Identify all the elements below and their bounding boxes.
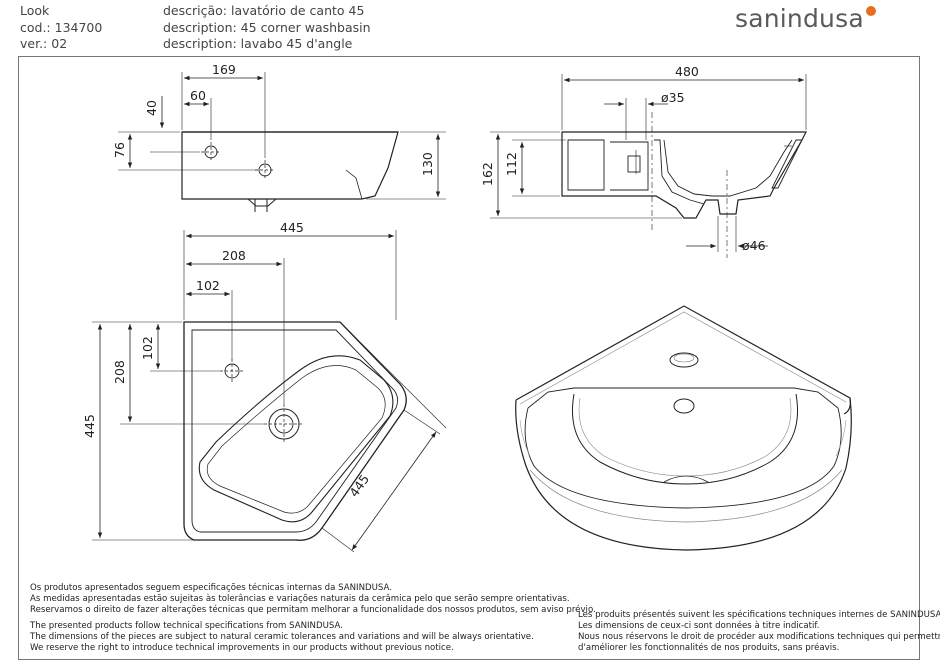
note-pt-line-2: As medidas apresentadas estão sujeitas à… bbox=[30, 594, 570, 604]
notes-english: The presented products follow technical … bbox=[30, 621, 534, 654]
side-view bbox=[118, 72, 446, 212]
dim-front-162: 162 bbox=[480, 162, 495, 186]
brand-dot-icon bbox=[865, 6, 876, 16]
dim-top-208-height: 208 bbox=[112, 360, 127, 384]
dim-side-169: 169 bbox=[212, 62, 236, 77]
dim-top-102-height: 102 bbox=[140, 336, 155, 360]
product-version: ver.: 02 bbox=[20, 36, 68, 51]
product-code: cod.: 134700 bbox=[20, 19, 103, 35]
dim-front-d46: ø46 bbox=[742, 238, 766, 253]
dim-front-d35: ø35 bbox=[661, 90, 685, 105]
note-pt-line-3: Reservamos o direito de fazer alterações… bbox=[30, 605, 596, 615]
note-en-line-3: We reserve the right to introduce techni… bbox=[30, 643, 454, 653]
side-view-labels: 169 60 40 76 130 bbox=[112, 62, 435, 176]
dim-front-112: 112 bbox=[504, 152, 519, 176]
notes-french: Les produits présentés suivent les spéci… bbox=[578, 610, 940, 654]
note-fr-line-3: Nous nous réservons le droit de procéder… bbox=[578, 632, 940, 642]
dim-front-480: 480 bbox=[675, 64, 699, 79]
note-fr-line-1: Les produits présentés suivent les spéci… bbox=[578, 610, 940, 620]
note-fr-line-2: Les dimensions de ceux-ci sont données à… bbox=[578, 621, 820, 631]
description-pt: descrição: lavatório de canto 45 bbox=[163, 3, 365, 18]
top-view bbox=[92, 230, 447, 553]
product-name: Look bbox=[20, 3, 50, 18]
front-section-labels: 480 ø35 112 162 ø46 bbox=[480, 64, 766, 253]
dim-top-102-width: 102 bbox=[196, 278, 220, 293]
perspective-render bbox=[515, 305, 852, 551]
note-fr-line-4: d'améliorer les fonctionnalités de nos p… bbox=[578, 643, 840, 653]
note-en-line-1: The presented products follow technical … bbox=[30, 621, 343, 631]
dim-top-445-diagonal: 445 bbox=[346, 472, 372, 500]
product-info: Look cod.: 134700 ver.: 02 bbox=[20, 3, 102, 53]
dim-side-60: 60 bbox=[190, 88, 206, 103]
dim-top-208-width: 208 bbox=[222, 248, 246, 263]
dim-side-40: 40 bbox=[144, 100, 159, 116]
dim-top-445-height: 445 bbox=[82, 414, 97, 438]
front-section-view bbox=[490, 74, 807, 258]
drawing-frame bbox=[18, 56, 920, 660]
note-en-line-2: The dimensions of the pieces are subject… bbox=[30, 632, 534, 642]
notes-portuguese: Os produtos apresentados seguem especifi… bbox=[30, 583, 596, 616]
brand-logo: sanindusa bbox=[735, 4, 876, 33]
brand-name: sanindusa bbox=[735, 4, 864, 33]
top-view-labels: 445 208 102 102 208 445 445 bbox=[82, 220, 372, 500]
note-pt-line-1: Os produtos apresentados seguem especifi… bbox=[30, 583, 392, 593]
dim-side-76: 76 bbox=[112, 142, 127, 158]
dim-top-445-width: 445 bbox=[280, 220, 304, 235]
description-fr: description: lavabo 45 d'angle bbox=[163, 36, 353, 51]
dim-side-130: 130 bbox=[420, 152, 435, 176]
description-en: description: 45 corner washbasin bbox=[163, 19, 371, 35]
product-descriptions: descrição: lavatório de canto 45 descrip… bbox=[163, 3, 371, 53]
